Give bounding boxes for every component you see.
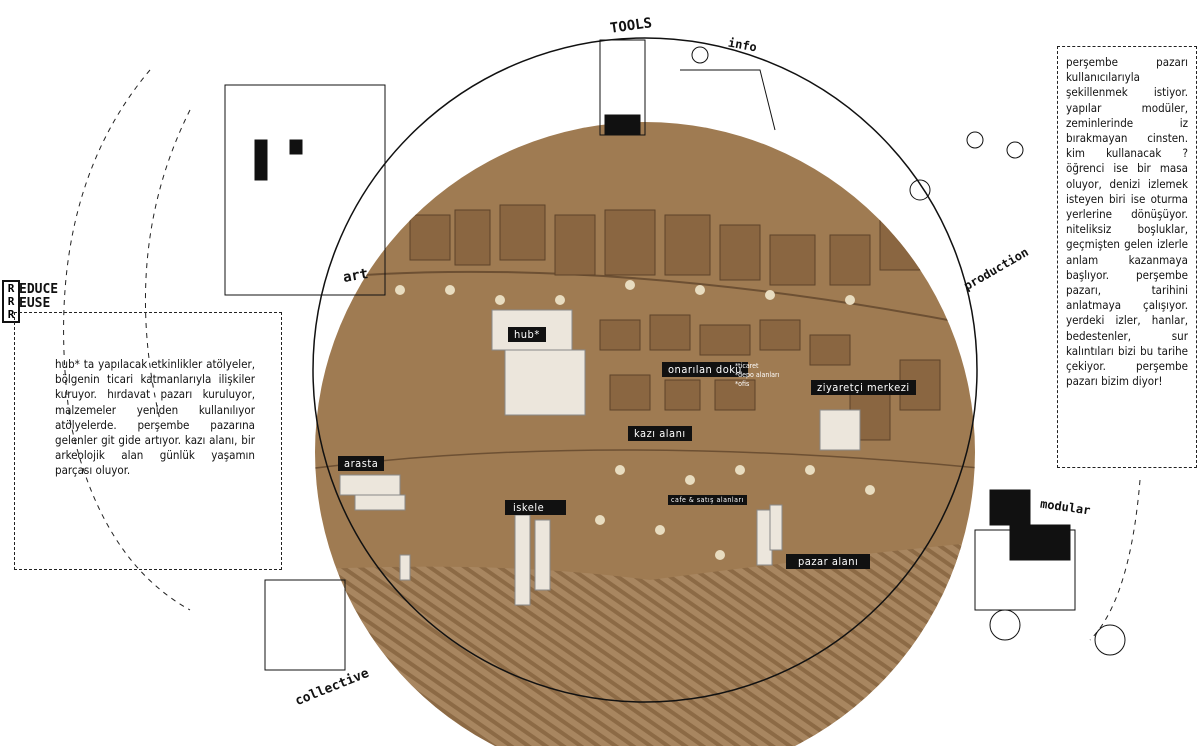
cardboard-model (315, 122, 975, 746)
note-ticaret: *ticaret (735, 362, 759, 370)
production-sketch (909, 179, 931, 201)
rrr-badge: R R R (2, 280, 20, 323)
sketch-vignettes (224, 39, 1126, 671)
right-description-box: perşembe pazarı kullanıcılarıyla şekille… (1057, 46, 1197, 468)
map-label-pazar-alani: pazar alanı (786, 554, 871, 569)
dashed-arc-right (1089, 479, 1141, 641)
white-structures (339, 309, 861, 606)
left-description-text: hub* ta yapılacak etkinlikler atölyeler,… (55, 357, 255, 478)
map-label-onarilan-doku: onarılan doku (662, 362, 748, 377)
map-label-arasta: arasta (338, 456, 385, 471)
dashed-arc-left-inner (144, 109, 191, 421)
outer-circle-line (312, 37, 978, 703)
right-description-text: perşembe pazarı kullanıcılarıyla şekille… (1066, 55, 1188, 389)
note-depo: *depo alanları (735, 371, 780, 379)
reuse-word: EUSE (19, 296, 51, 311)
reduce-word: EDUCE (19, 282, 59, 297)
rrr-letter: R (7, 282, 15, 295)
onarilan-notes: *ticaret *depo alanları *ofis (735, 362, 779, 389)
workshop-sketch (224, 84, 386, 296)
map-label-ziyaretci-merkezi: ziyaretçi merkezi (811, 380, 916, 395)
building-blocks (409, 204, 941, 441)
map-label-cafe: cafe & satış alanları (668, 495, 747, 505)
map-label-iskele: iskele (505, 500, 567, 515)
trees (395, 280, 875, 560)
modular-cart-sketch (989, 489, 1031, 526)
rrr-letter: R (7, 308, 15, 321)
rrr-letter: R (7, 295, 15, 308)
map-label-hub: hub* (508, 327, 546, 342)
note-ofis: *ofis (735, 380, 750, 388)
map-label-kazi-alani: kazı alanı (628, 426, 692, 441)
sea-corrugated (315, 540, 975, 746)
left-description-box: hub* ta yapılacak etkinlikler atölyeler,… (14, 312, 282, 570)
collective-sketch (264, 579, 346, 671)
